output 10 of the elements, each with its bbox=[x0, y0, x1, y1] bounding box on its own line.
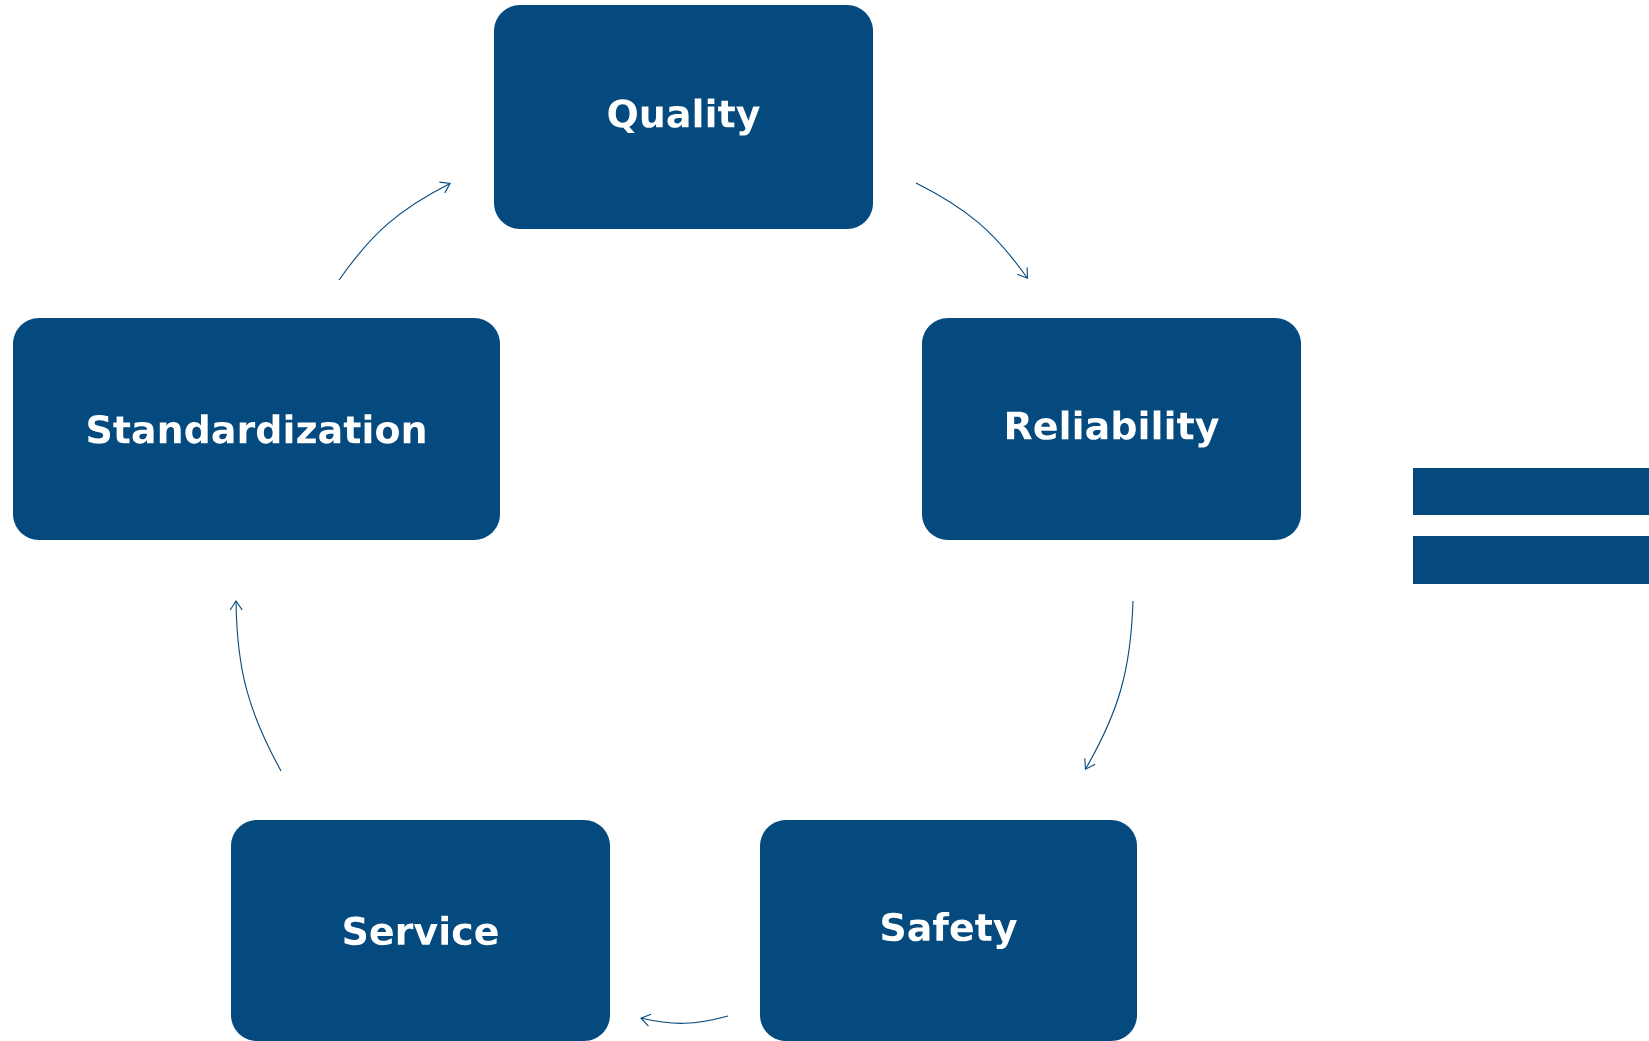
arrow bbox=[640, 1013, 729, 1027]
arrow bbox=[338, 181, 451, 281]
process-box: Safety bbox=[760, 820, 1137, 1041]
process-box: Reliability bbox=[922, 318, 1301, 540]
process-box: Service bbox=[231, 820, 610, 1041]
arrow bbox=[229, 600, 282, 772]
arrow bbox=[1084, 600, 1134, 770]
process-box: Standardization bbox=[13, 318, 500, 540]
arrow bbox=[915, 182, 1028, 279]
process-box: Quality bbox=[494, 5, 873, 229]
